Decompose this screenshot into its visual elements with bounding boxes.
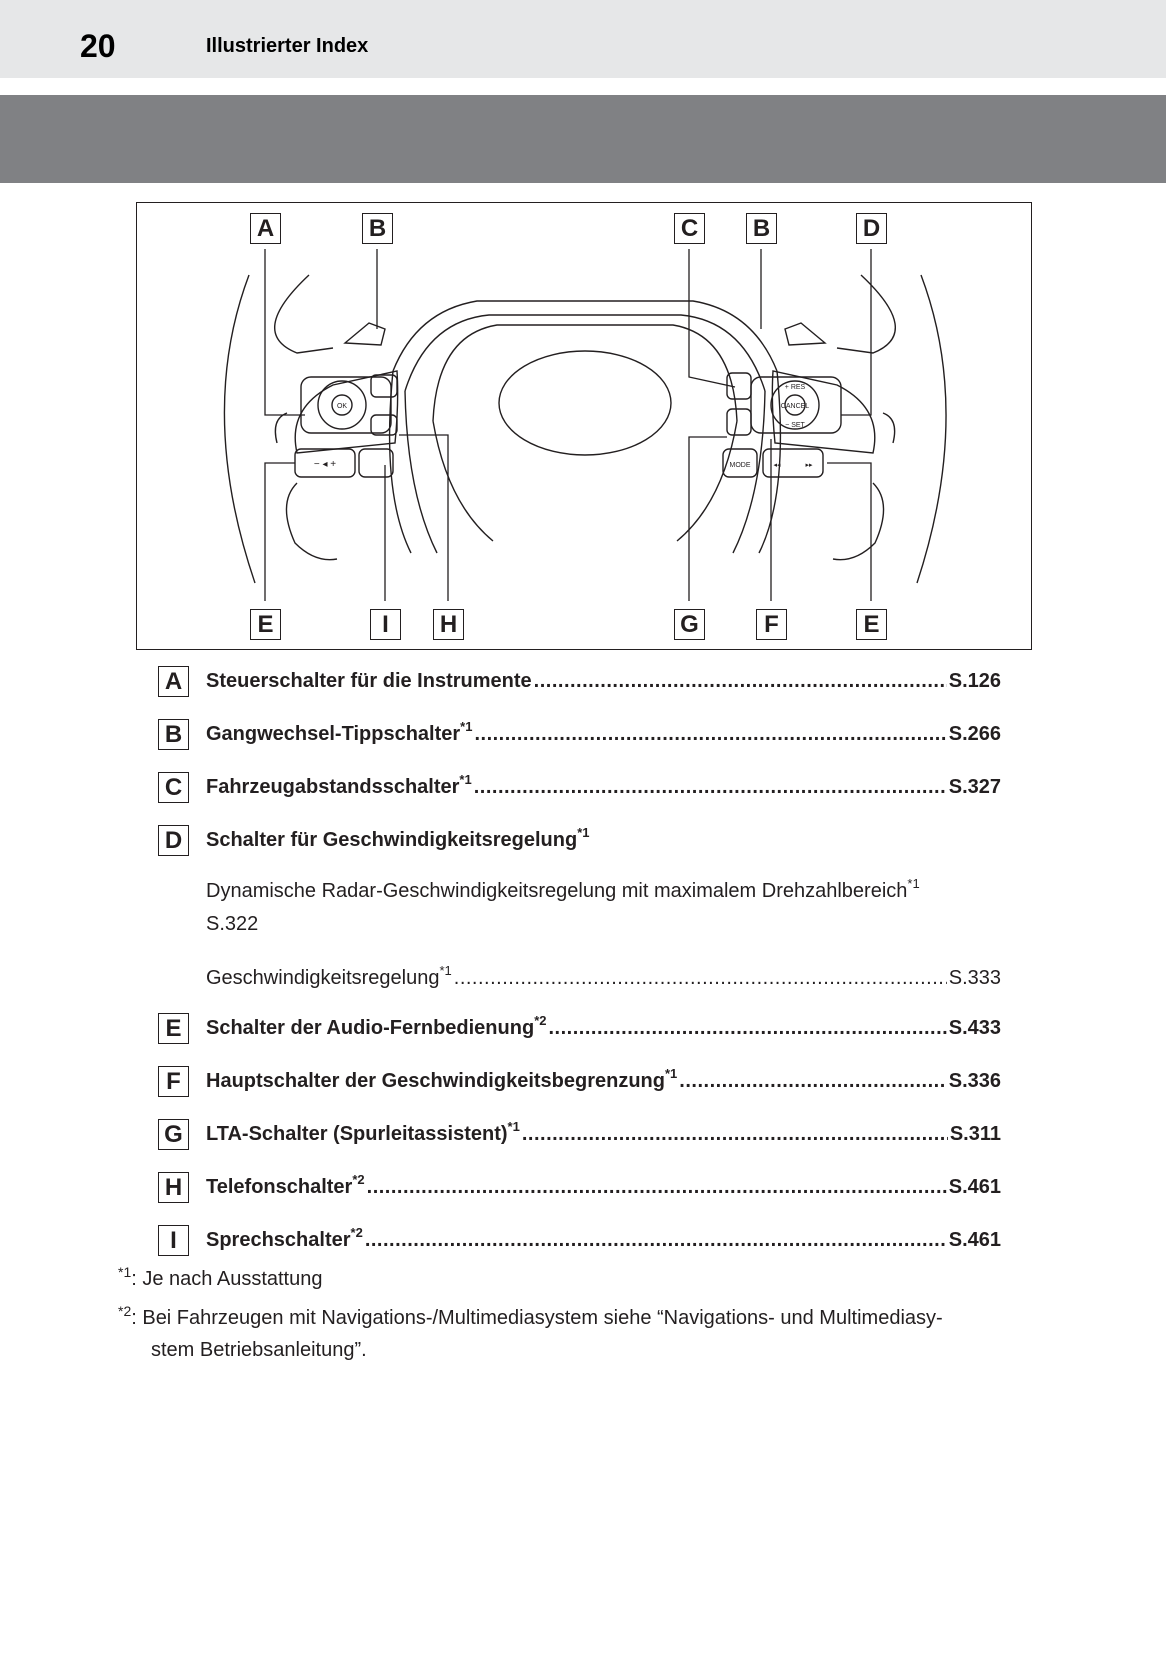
diagram-label-e-left: E [250,609,281,640]
next-track-label: ▸▸ [805,462,813,469]
diagram-label-c: C [674,213,705,244]
steering-wheel-diagram: OK + RES CANCEL − SET MODE − ◂ + ◂◂ ▸▸ A… [136,202,1032,650]
index-entry-c: C Fahrzeugabstandsschalter*1 S.327 [158,772,1008,806]
sub-entry-label: Dynamische Radar-Geschwindigkeitsregelun… [206,880,908,902]
sub-entry-radar-cruise-page[interactable]: S.322 [206,913,259,935]
entry-letter: C [158,772,189,803]
sub-entry-label: Geschwindigkeitsregelung [206,967,440,989]
entry-label: Steuerschalter für die Instrumente [206,670,532,692]
entry-label: Fahrzeugabstandsschalter [206,776,460,798]
diagram-label-h: H [433,609,464,640]
set-label: − SET [785,422,805,429]
entry-letter: F [158,1066,189,1097]
diagram-label-a: A [250,213,281,244]
diagram-label-g: G [674,609,705,640]
footnote-marker: *1 [577,825,590,840]
entry-label: Hauptschalter der Geschwindigkeitsbegren… [206,1070,665,1092]
page-reference[interactable]: S.336 [948,1070,1001,1092]
entry-letter: B [158,719,189,750]
sub-entry-cruise-control: Geschwindigkeitsregelung*1 S.333 [158,963,1008,997]
dot-leader [367,1176,947,1199]
index-entry-b: B Gangwechsel-Tippschalter*1 S.266 [158,719,1008,753]
entry-label: Telefonschalter [206,1176,353,1198]
page-reference[interactable]: S.266 [948,723,1001,745]
page-reference[interactable]: S.333 [948,967,1001,989]
page-reference[interactable]: S.461 [948,1229,1001,1251]
ok-button-label: OK [337,403,347,410]
steering-wheel-illustration: OK + RES CANCEL − SET MODE − ◂ + ◂◂ ▸▸ [223,249,947,601]
entry-letter: G [158,1119,189,1150]
index-entry-d: D Schalter für Geschwindigkeitsregelung*… [158,825,1008,859]
entry-letter: I [158,1225,189,1256]
footnote-marker: *1 [907,876,920,891]
prev-track-label: ◂◂ [773,462,781,469]
dot-leader [679,1070,946,1093]
footnote-2-continuation: stem Betriebsanleitung”. [151,1339,367,1361]
entry-letter: D [158,825,189,856]
footnote-marker: *2 [352,1172,365,1187]
diagram-label-d: D [856,213,887,244]
footnote-2: *2: Bei Fahrzeugen mit Navigations-/Mult… [118,1303,943,1330]
section-title: Illustrierter Index [206,35,369,57]
dot-leader [474,776,947,799]
diagram-label-b-right: B [746,213,777,244]
diagram-label-b-left: B [362,213,393,244]
footnote-mark: *1 [118,1264,132,1280]
page-number: 20 [80,28,116,64]
volume-label: − ◂ + [314,459,336,470]
index-entry-f: F Hauptschalter der Geschwindigkeitsbegr… [158,1066,1008,1100]
entry-label: LTA-Schalter (Spurleitassistent) [206,1123,508,1145]
cancel-label: CANCEL [781,403,810,410]
dot-leader [548,1017,946,1040]
page-reference[interactable]: S.126 [948,670,1001,692]
section-banner [0,95,1166,183]
entry-letter: A [158,666,189,697]
page-reference[interactable]: S.311 [949,1123,1001,1145]
dot-leader [534,670,947,693]
diagram-label-f: F [756,609,787,640]
footnote-marker: *2 [534,1013,547,1028]
footnote-marker: *1 [664,1066,678,1081]
entry-label: Schalter für Geschwindigkeitsregelung [206,829,578,851]
footnote-marker: *1 [507,1119,520,1134]
index-entry-h: H Telefonschalter*2 S.461 [158,1172,1008,1206]
index-entry-a: A Steuerschalter für die Instrumente S.1… [158,666,1008,700]
dot-leader [365,1229,947,1252]
footnote-text: : Je nach Ausstattung [131,1268,323,1290]
diagram-label-e-right: E [856,609,887,640]
sub-entry-radar-cruise: Dynamische Radar-Geschwindigkeitsregelun… [206,876,920,903]
entry-label: Sprechschalter [206,1229,351,1251]
res-label: + RES [785,384,806,391]
entry-letter: H [158,1172,189,1203]
page-reference[interactable]: S.461 [948,1176,1001,1198]
entry-letter: E [158,1013,189,1044]
footnote-marker: *1 [459,772,472,787]
footnote-marker: *1 [439,963,452,978]
header-bar [0,0,1166,78]
mode-label: MODE [730,462,751,469]
footnote-mark: *2 [118,1303,132,1319]
index-entry-g: G LTA-Schalter (Spurleitassistent)*1 S.3… [158,1119,1008,1153]
index-entry-e: E Schalter der Audio-Fernbedienung*2 S.4… [158,1013,1008,1047]
page-reference[interactable]: S.327 [948,776,1001,798]
entry-label: Gangwechsel-Tippschalter [206,723,461,745]
footnote-marker: *1 [460,719,473,734]
index-entry-i: I Sprechschalter*2 S.461 [158,1225,1008,1259]
dot-leader [474,723,946,746]
footnote-marker: *2 [350,1225,363,1240]
dot-leader [522,1123,948,1146]
diagram-label-i: I [370,609,401,640]
dot-leader [454,967,947,990]
footnote-1: *1: Je nach Ausstattung [118,1264,323,1291]
page-reference[interactable]: S.433 [948,1017,1001,1039]
entry-label: Schalter der Audio-Fernbedienung [206,1017,535,1039]
footnote-text: : Bei Fahrzeugen mit Navigations-/Multim… [131,1307,943,1329]
